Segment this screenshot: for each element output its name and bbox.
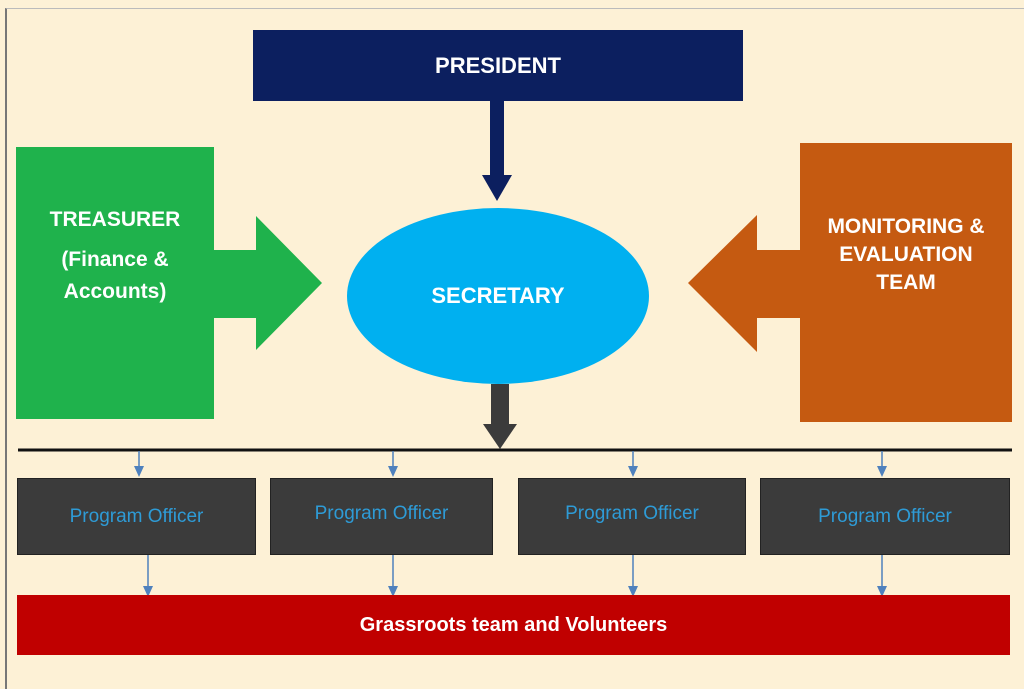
program-officer-label: Program Officer — [69, 505, 204, 527]
grassroots-label: Grassroots team and Volunteers — [359, 613, 668, 636]
program-officer-label: Program Officer — [565, 502, 699, 524]
monitoring-label-1: MONITORING & — [827, 215, 985, 238]
treasurer-sub1: (Finance & — [61, 247, 169, 271]
secretary-label: SECRETARY — [431, 283, 565, 308]
program-officer-label: Program Officer — [314, 502, 449, 524]
monitoring-box: MONITORING & EVALUATION TEAM — [800, 143, 1012, 422]
treasurer-box: TREASURER (Finance & Accounts) — [16, 147, 214, 419]
president-label: PRESIDENT — [435, 52, 561, 78]
frame — [5, 8, 1024, 689]
program-officer-box: Program Officer — [270, 478, 493, 555]
program-officer-box: Program Officer — [17, 478, 256, 555]
secretary-down-arrow — [483, 384, 517, 449]
program-officer-box: Program Officer — [518, 478, 746, 555]
grassroots-bar: Grassroots team and Volunteers — [17, 595, 1010, 655]
program-officer-label: Program Officer — [818, 505, 952, 527]
treasurer-sub2: Accounts) — [63, 279, 167, 303]
secretary-ellipse: SECRETARY — [347, 208, 649, 384]
president-to-secretary-arrow — [482, 101, 512, 201]
treasurer-arrow — [214, 216, 322, 350]
program-officer-box: Program Officer — [760, 478, 1010, 555]
treasurer-label: TREASURER — [49, 207, 181, 231]
connectors — [18, 101, 1012, 597]
president-box: PRESIDENT — [253, 30, 743, 101]
monitoring-label-2: EVALUATION — [839, 243, 973, 266]
monitoring-arrow — [688, 215, 800, 352]
monitoring-label-3: TEAM — [876, 271, 936, 294]
officer-arrows — [134, 451, 887, 597]
